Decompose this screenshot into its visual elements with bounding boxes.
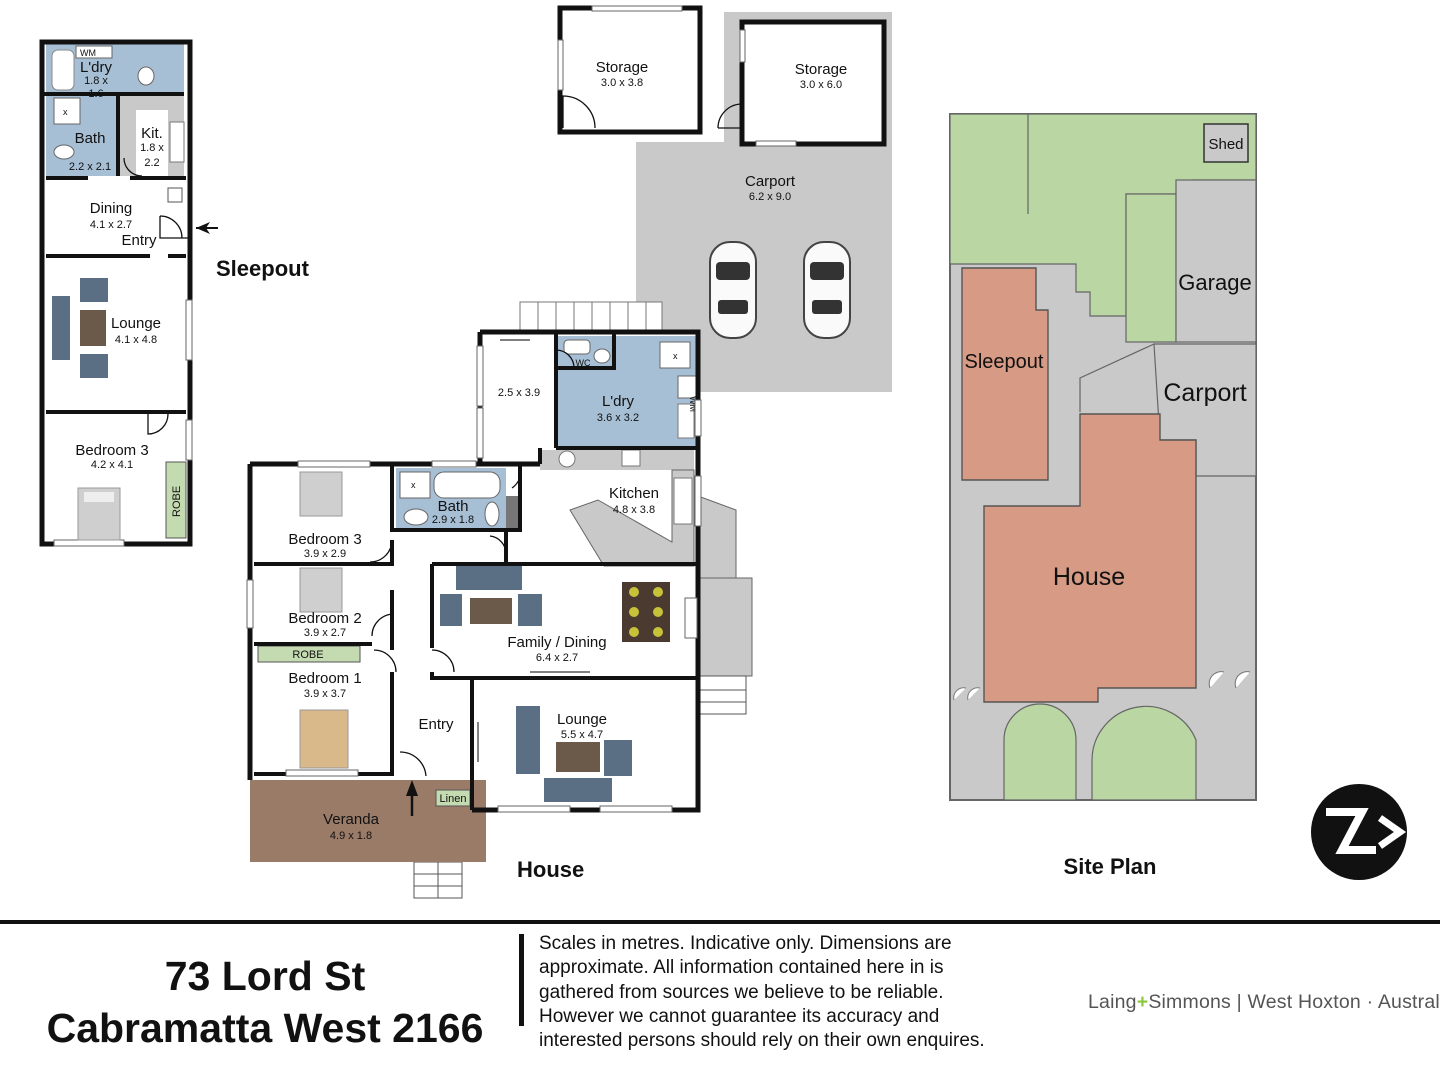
disclaimer-line: interested persons should rely on their … — [539, 1030, 985, 1052]
bedroom2-dims: 3.9 x 2.7 — [304, 627, 346, 639]
veranda-name: Veranda — [323, 811, 380, 828]
house-room1-dims: 2.5 x 3.9 — [498, 387, 540, 399]
disclaimer-line: Scales in metres. Indicative only. Dimen… — [539, 933, 952, 954]
sleepout-dining-name: Dining — [90, 200, 133, 217]
family-dining-name: Family / Dining — [507, 634, 606, 651]
veranda-dims: 4.9 x 1.8 — [330, 830, 372, 842]
agency-logo: Laing+Simmons | West Hoxton · Austral — [1088, 991, 1440, 1014]
agency-plus: + — [1136, 991, 1149, 1013]
house-section-title: House — [517, 857, 584, 882]
footer: 73 Lord St Cabramatta West 2166 Scales i… — [0, 920, 1440, 1080]
storage1-name: Storage — [596, 59, 649, 76]
disclaimer-line: However we cannot guarantee its accuracy… — [539, 1005, 940, 1027]
car-icon — [709, 241, 757, 339]
garage-block — [1125, 193, 1177, 343]
storage2-name: Storage — [795, 61, 848, 78]
sleepout-entry-name: Entry — [121, 232, 157, 249]
sleepout-shower-label: x — [63, 107, 68, 117]
agency-name-2: Simmons — [1148, 991, 1231, 1013]
agency-name-1: Laing — [1088, 991, 1137, 1013]
sleepout-robe-label: ROBE — [171, 486, 183, 517]
sleepout-block — [961, 267, 1049, 481]
house-robe-label: ROBE — [292, 649, 323, 661]
carport-dims: 6.2 x 9.0 — [749, 191, 791, 203]
house-bath-name: Bath — [438, 498, 469, 515]
sleepout-section-title: Sleepout — [216, 256, 310, 281]
bedroom1-name: Bedroom 1 — [288, 670, 361, 687]
house-plan: x WM x ROBE Linen — [246, 329, 753, 899]
bedroom3-name: Bedroom 3 — [288, 531, 361, 548]
address-line-2: Cabramatta West 2166 — [46, 1005, 484, 1051]
sleepout-wm-label: WM — [80, 48, 96, 58]
site-plan: Shed Garage Sleepout Carport House Site … — [949, 113, 1257, 879]
bedroom3-dims: 3.9 x 2.9 — [304, 548, 346, 560]
disclaimer-line: gathered from sources we believe to be r… — [539, 981, 944, 1003]
carport-name: Carport — [745, 173, 796, 190]
house-linen-label: Linen — [440, 793, 467, 805]
car-icon — [803, 241, 851, 339]
site-carport-label: Carport — [1163, 379, 1246, 407]
bedroom2-name: Bedroom 2 — [288, 610, 361, 627]
house-laundry-name: L'dry — [602, 393, 635, 410]
bedroom1-dims: 3.9 x 3.7 — [304, 688, 346, 700]
sleepout-lounge-name: Lounge — [111, 315, 161, 332]
house-wm-label: WM — [688, 396, 698, 412]
storage2-dims: 3.0 x 6.0 — [800, 79, 842, 91]
storage1-dims: 3.0 x 3.8 — [601, 77, 643, 89]
site-plan-section-title: Site Plan — [1064, 854, 1157, 879]
agency-location: West Hoxton · Austral — [1247, 991, 1440, 1013]
lounge-name: Lounge — [557, 711, 607, 728]
lounge-dims: 5.5 x 4.7 — [561, 729, 603, 741]
entry-name: Entry — [418, 716, 454, 733]
sleepout-laundry-name: L'dry — [80, 59, 113, 76]
site-garage-label: Garage — [1178, 270, 1251, 295]
sleepout-bedroom3-name: Bedroom 3 — [75, 442, 148, 459]
sleepout-bath-dims: 2.2 x 2.1 — [69, 161, 111, 173]
sleepout-bath-name: Bath — [75, 130, 106, 147]
house-shower-x: x — [411, 480, 416, 490]
property-address: 73 Lord St Cabramatta West 2166 — [20, 950, 510, 1054]
house-laundry-x: x — [673, 351, 678, 361]
disclaimer-line: approximate. All information contained h… — [539, 957, 944, 979]
family-dining-dims: 6.4 x 2.7 — [536, 652, 578, 664]
site-shed-label: Shed — [1208, 136, 1243, 153]
laundry-floor — [556, 370, 698, 446]
kitchen-dims: 4.8 x 3.8 — [613, 504, 655, 516]
address-line-1: 73 Lord St — [164, 953, 366, 999]
kitchen-name: Kitchen — [609, 485, 659, 502]
house-wc-label: WC — [576, 358, 591, 368]
house-bath-dims: 2.9 x 1.8 — [432, 514, 474, 526]
agency-separator: | — [1236, 991, 1242, 1013]
north-arrow-icon — [1311, 784, 1407, 880]
house-laundry-dims: 3.6 x 3.2 — [597, 412, 639, 424]
shed-block — [1203, 123, 1249, 163]
sleepout-lounge-dims: 4.1 x 4.8 — [115, 334, 157, 346]
disclaimer: Scales in metres. Indicative only. Dimen… — [539, 932, 1039, 1053]
footer-divider — [519, 934, 524, 1026]
sleepout-dining-dims: 4.1 x 2.7 — [90, 219, 132, 231]
site-house-label: House — [1053, 563, 1125, 591]
house-block — [983, 413, 1197, 703]
site-sleepout-label: Sleepout — [965, 351, 1044, 373]
sleepout-kitchen-name: Kit. — [141, 125, 163, 142]
sleepout-bedroom3-dims: 4.2 x 4.1 — [91, 459, 133, 471]
